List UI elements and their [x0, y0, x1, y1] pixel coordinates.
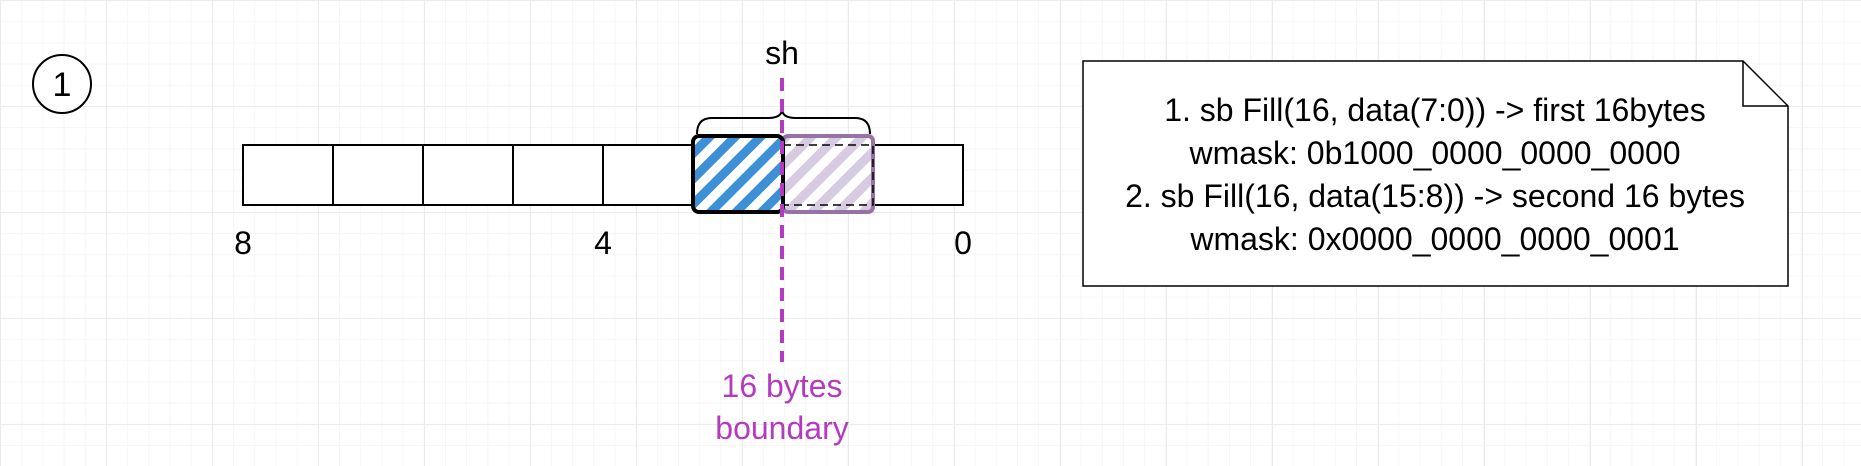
index-label-left: 8 — [234, 225, 252, 261]
step-badge: 1 — [32, 54, 92, 114]
boundary-label-line2: boundary — [715, 410, 848, 446]
first-fill-block — [691, 134, 785, 214]
note-line-2: wmask: 0b1000_0000_0000_0000 — [1188, 135, 1680, 171]
note-line-4: wmask: 0x0000_0000_0000_0001 — [1189, 221, 1679, 257]
note-line-1: 1. sb Fill(16, data(7:0)) -> first 16byt… — [1164, 92, 1706, 128]
index-label-right: 0 — [954, 225, 972, 261]
boundary-label-line1: 16 bytes — [722, 368, 843, 404]
byte-cell — [512, 144, 604, 206]
shift-label: sh — [765, 35, 799, 71]
index-label-middle: 4 — [594, 225, 612, 261]
byte-cell — [602, 144, 694, 206]
second-fill-block — [781, 134, 875, 214]
byte-cell — [332, 144, 424, 206]
byte-cell — [242, 144, 334, 206]
note-line-3: 2. sb Fill(16, data(15:8)) -> second 16 … — [1125, 178, 1745, 214]
note-fold — [1742, 61, 1788, 107]
step-badge-number: 1 — [53, 66, 72, 104]
note-box: 1. sb Fill(16, data(7:0)) -> first 16byt… — [1082, 60, 1789, 287]
byte-cell — [422, 144, 514, 206]
byte-array — [242, 144, 964, 206]
byte-cell — [872, 144, 964, 206]
